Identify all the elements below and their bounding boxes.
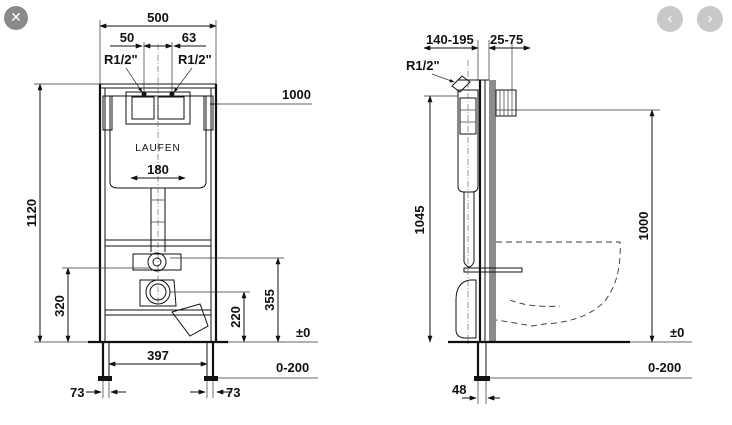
frame xyxy=(88,83,228,344)
dim-side-adjust: 0-200 xyxy=(648,360,681,375)
toilet-bowl-outline xyxy=(495,241,621,327)
dim-foot-left: 73 xyxy=(70,385,84,400)
front-view: LAUFEN xyxy=(24,10,318,400)
dim-outlet-height: 355 xyxy=(262,289,277,311)
brand-label: LAUFEN xyxy=(135,143,180,154)
dim-left-offset: 50 xyxy=(120,30,134,45)
dim-zero: ±0 xyxy=(296,325,310,340)
dim-height: 1120 xyxy=(24,199,39,227)
side-pipe-label: R1/2" xyxy=(406,58,440,73)
dim-feet-span: 397 xyxy=(147,348,169,363)
dim-adjust: 0-200 xyxy=(276,360,309,375)
dim-cistern-width: 180 xyxy=(147,162,169,177)
chevron-left-icon: ‹ xyxy=(667,10,673,27)
chevron-right-icon: › xyxy=(707,10,713,27)
pipe-label-left: R1/2" xyxy=(104,52,138,67)
pipe-label-right: R1/2" xyxy=(178,52,212,67)
dim-top-ref: 1000 xyxy=(282,87,311,102)
dim-side-zero: ±0 xyxy=(670,325,684,340)
previous-image-button[interactable]: ‹ xyxy=(657,6,683,32)
flush-pipe xyxy=(150,188,166,252)
close-icon: ✕ xyxy=(10,9,22,25)
drain-outlet xyxy=(132,252,209,337)
dim-width: 500 xyxy=(147,10,169,25)
dim-drain-height: 220 xyxy=(228,306,243,328)
dim-wall-range: 25-75 xyxy=(490,32,523,47)
dim-bolt-height: 320 xyxy=(52,295,67,317)
wall xyxy=(489,80,496,342)
next-image-button[interactable]: › xyxy=(697,6,723,32)
dim-side-height: 1045 xyxy=(412,206,427,235)
dim-side-foot: 48 xyxy=(452,382,466,397)
side-view: 140-195 25-75 R1/2" 1045 1000 ±0 0-200 4… xyxy=(406,32,692,404)
dim-depth-range: 140-195 xyxy=(426,32,474,47)
dim-side-top-ref: 1000 xyxy=(636,212,651,241)
close-button[interactable]: ✕ xyxy=(4,6,28,30)
dim-right-offset: 63 xyxy=(182,30,196,45)
feet xyxy=(98,342,218,381)
cistern-side xyxy=(424,75,517,193)
flush-pipe-side xyxy=(455,192,523,339)
dim-foot-right: 73 xyxy=(226,385,240,400)
